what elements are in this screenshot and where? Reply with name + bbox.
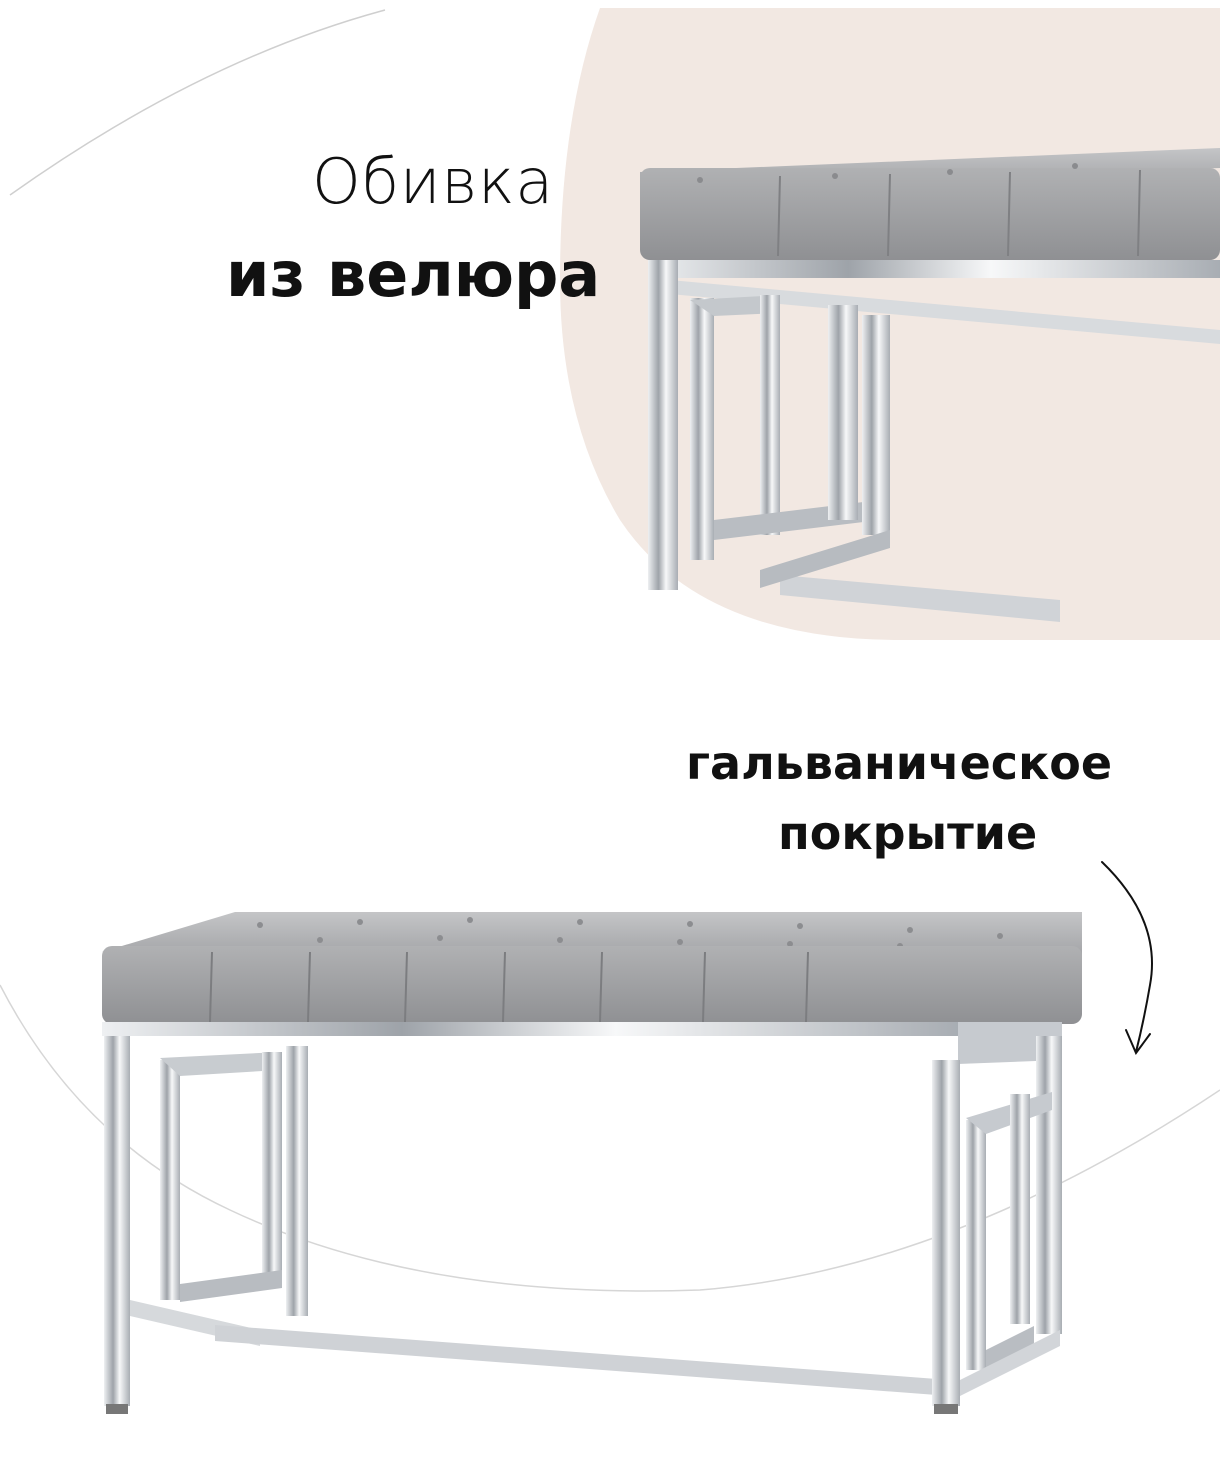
headline-line-2: из велюра <box>226 238 601 311</box>
bench-closeup-image <box>640 148 1220 622</box>
curved-arrow-down-icon <box>1101 861 1153 1055</box>
callout-line-2: покрытие <box>778 806 1038 860</box>
callout-line-1: гальваническое <box>686 736 1113 790</box>
headline-line-1: Обивка <box>312 145 554 218</box>
decor-arc-top <box>9 9 386 196</box>
bench-main-image <box>102 912 1082 1414</box>
